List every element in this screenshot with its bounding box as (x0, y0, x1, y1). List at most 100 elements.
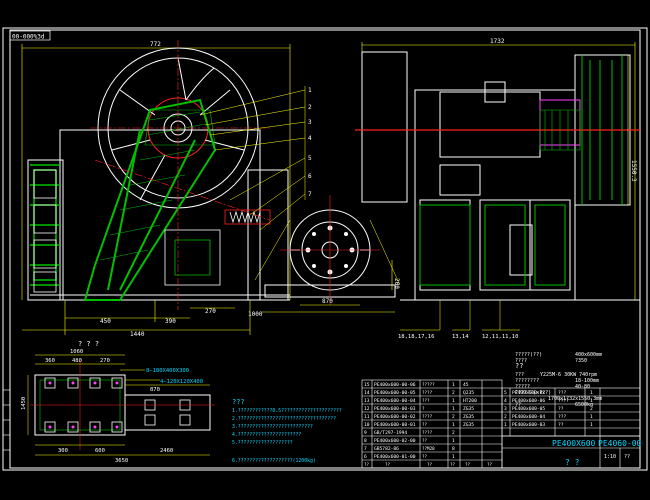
note-line: 2.?????????????????????????????????? (232, 416, 336, 422)
motor-dims (262, 260, 395, 313)
rpart-code: PE400x600-05 (512, 406, 545, 412)
plan-dim-bottom-0: 300 (58, 448, 68, 454)
rpart-name: ???? (558, 398, 569, 404)
flywheel-spoke-hatch (144, 109, 216, 146)
part-qty: 1 (452, 382, 455, 388)
spec-val: 400x600mm (575, 352, 602, 358)
part-mat: ZG35 (463, 414, 474, 420)
side-callout-leaders (400, 300, 520, 331)
spec-key: ?? (515, 402, 521, 408)
part-no: 10 (364, 422, 370, 428)
crusher-frame (27, 129, 290, 301)
part-no: 8 (364, 438, 367, 444)
parts-header: ?? (450, 462, 456, 467)
part-mat: ZG35 (463, 406, 474, 412)
parts-header: ?? (465, 462, 471, 467)
spec-key: ????? (515, 384, 530, 390)
spec-key: ??? (515, 372, 524, 378)
technical-notes: ??? 1.????????????0.5???????????????????… (232, 398, 342, 464)
spec-val: 6500kg (575, 402, 593, 408)
part-name: ?? (422, 454, 428, 459)
part-no: 12 (364, 406, 370, 412)
right-parts-list: 5 PE400x600-07 ??? 1 4 PE400x600-06 ????… (501, 387, 641, 437)
part-name: ? (422, 406, 425, 411)
part-name: ??M20 (422, 446, 435, 451)
part-name: ???? (422, 390, 433, 395)
motor-centerlines (280, 195, 380, 305)
rpart-qty: 2 (590, 406, 593, 412)
part-name: ????? (422, 382, 435, 387)
part-qty: 1 (452, 438, 455, 444)
front-top-dim (21, 44, 291, 300)
dim-870: 870 (322, 298, 333, 305)
leader-number: 3 (308, 119, 312, 126)
parts-header: ?? (364, 462, 370, 467)
part-qty: 8 (452, 446, 455, 452)
part-no: 9 (364, 430, 367, 436)
rpart-name: ??? (558, 390, 567, 396)
plan-bottom-dim: 3650 (115, 458, 128, 464)
part-name: ?? (422, 422, 428, 427)
rpart-code: PE400x600-06 (512, 398, 545, 404)
side-ribs (419, 204, 566, 286)
plan-dim-top-1: 360 (45, 358, 55, 364)
rpart-no: 1 (504, 422, 507, 428)
part-code: PE400x600-00-05 (374, 390, 416, 396)
part-qty: 1 (452, 454, 455, 460)
title-sheet: ?? (624, 454, 630, 460)
leader-numbers: 1 2 3 4 5 6 7 (308, 87, 312, 198)
rpart-name: ?? (558, 406, 564, 412)
part-mat: HT200 (463, 398, 477, 404)
rpart-name: ?? (558, 422, 564, 428)
left-margin-strip (3, 389, 10, 451)
part-no: 6 (364, 454, 367, 460)
note-line: 3.?????????????????????????? (232, 424, 313, 430)
rpart-code: PE400x600-04 (512, 414, 545, 420)
part-no: 14 (364, 390, 370, 396)
rpart-no: 4 (504, 398, 507, 404)
part-qty: 1 (452, 406, 455, 412)
plan-dim-top-3: 270 (100, 358, 110, 364)
anchor-boxes (44, 377, 191, 433)
notes-title: ??? (232, 398, 245, 406)
part-code: PE400x600-02-00 (374, 438, 416, 444)
spec-key: ?????(??) (515, 352, 542, 358)
title-text: ? ? (565, 458, 580, 467)
part-name: ???? (422, 414, 433, 419)
part-code: GB5782-86 (374, 446, 399, 452)
spec-key: ???????? (515, 378, 539, 384)
rpart-qty: 1 (590, 390, 593, 396)
foundation-plan: ? ? ? (21, 340, 215, 464)
leader-number: 6 (308, 173, 312, 180)
spec-title: ?? (515, 362, 523, 370)
callout-group-3: 12,11,11,10 (482, 334, 518, 340)
spec-table: ?? ?????(??) 400x600mm ???? ?350 ??? Y22… (515, 352, 602, 408)
dim-200: 200 (393, 278, 400, 289)
plan-dim-bottom-2: 2460 (160, 448, 173, 454)
part-qty: 2 (452, 390, 455, 396)
front-top-dim-text: 772 (150, 41, 161, 48)
toggle-assembly (164, 209, 271, 286)
spec-key: ??????(x?x?) (515, 390, 551, 396)
rpart-name: ??? (558, 414, 567, 420)
leader-number: 2 (308, 104, 312, 111)
part-code: PE400x600-00-02 (374, 414, 416, 420)
spec-val: 18-100mm (575, 378, 599, 384)
part-qty: 2 (452, 430, 455, 436)
front-bottom-dims (22, 300, 251, 335)
parts-list: 15 PE400x600-00-06 1 45 14 PE400x600-00-… (361, 379, 503, 469)
plan-dim-top-2: 480 (72, 358, 82, 364)
rpart-no: 2 (504, 414, 507, 420)
front-centerlines (90, 40, 271, 310)
parts-header: ?? (487, 462, 493, 467)
plan-dim-bottom-1: 600 (95, 448, 105, 454)
part-mat: Q235 (463, 390, 474, 396)
spec-key: ???? (515, 358, 527, 364)
rpart-no: 3 (504, 406, 507, 412)
spec-val: 1700x1732x1550.3mm (548, 396, 602, 402)
motor-bolt-holes (305, 225, 355, 275)
rpart-no: 5 (504, 390, 507, 396)
plan-anchor-label-1: 8—180X400X300 (146, 368, 189, 374)
rpart-qty: 1 (590, 398, 593, 404)
